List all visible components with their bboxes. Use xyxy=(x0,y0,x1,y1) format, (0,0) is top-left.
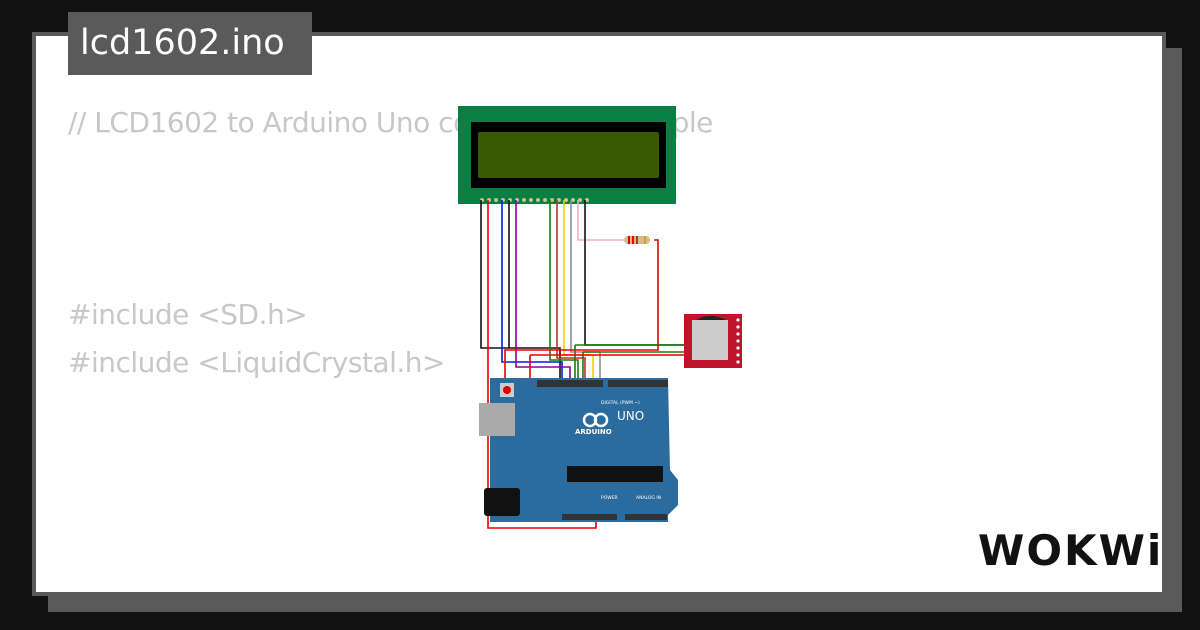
svg-text:ARDUINO: ARDUINO xyxy=(575,428,612,436)
svg-text:POWER: POWER xyxy=(601,495,618,501)
sd-card-module xyxy=(684,314,742,368)
lcd1602-display xyxy=(458,106,676,204)
svg-text:ANALOG IN: ANALOG IN xyxy=(636,495,661,501)
code-include-lcd: #include <LiquidCrystal.h> xyxy=(68,346,445,379)
arduino-uno-board: UNO ARDUINO DIGITAL (PWM ~) POWER ANALOG… xyxy=(479,378,678,522)
resistor xyxy=(624,236,650,244)
file-title: lcd1602.ino xyxy=(68,12,312,75)
svg-text:UNO: UNO xyxy=(617,409,644,423)
code-include-sd: #include <SD.h> xyxy=(68,298,308,331)
svg-text:DIGITAL (PWM ~): DIGITAL (PWM ~) xyxy=(601,400,640,406)
wokwi-logo: WOKWi xyxy=(978,526,1164,575)
